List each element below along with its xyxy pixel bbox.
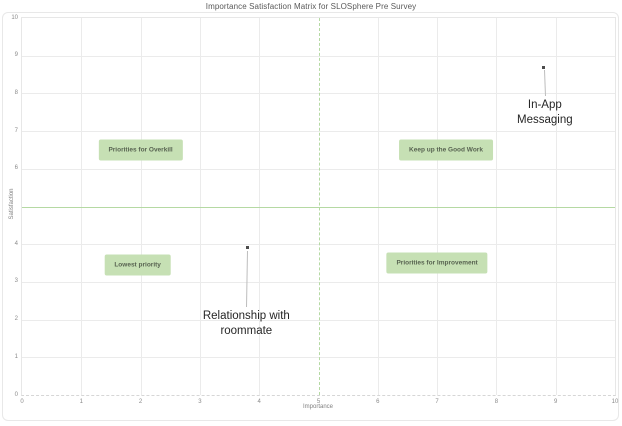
y-tick-label: 6 bbox=[14, 165, 18, 172]
x-tick-label: 6 bbox=[376, 399, 380, 405]
data-point-marker[interactable] bbox=[245, 246, 249, 250]
quadrant-label: Priorities for Overkill bbox=[98, 139, 183, 161]
x-tick-label: 5 bbox=[316, 399, 321, 405]
data-point-marker[interactable] bbox=[542, 65, 546, 69]
x-tick-label: 10 bbox=[611, 399, 619, 405]
crosshair-horizontal-line bbox=[22, 206, 615, 208]
y-tick-label: 1 bbox=[14, 353, 18, 360]
x-tick-label: 3 bbox=[198, 399, 202, 405]
x-tick-label: 4 bbox=[257, 399, 261, 405]
data-point-label: In-App Messaging bbox=[517, 99, 573, 126]
x-tick-label: 2 bbox=[138, 399, 143, 405]
x-tick-label: 7 bbox=[435, 399, 439, 405]
x-axis-title: Importance bbox=[302, 404, 333, 410]
x-tick-label: 8 bbox=[494, 399, 499, 405]
x-tick-label: 9 bbox=[554, 399, 558, 405]
y-tick-label: 9 bbox=[14, 52, 18, 59]
data-point-label: Relationship with roommate bbox=[202, 309, 290, 337]
y-axis-title: Satisfaction bbox=[9, 188, 15, 220]
quadrant-label: Keep up the Good Work bbox=[399, 139, 493, 161]
leader-line bbox=[246, 250, 249, 307]
y-tick-label: 2 bbox=[14, 316, 18, 323]
y-tick-label: 3 bbox=[14, 278, 18, 285]
quadrant-label: Lowest priority bbox=[104, 254, 171, 276]
x-tick-label: 1 bbox=[79, 399, 83, 405]
y-tick-label: 4 bbox=[14, 240, 18, 247]
chart-title: Importance Satisfaction Matrix for SLOSp… bbox=[205, 2, 417, 11]
y-tick-label: 10 bbox=[11, 14, 18, 21]
leader-line bbox=[543, 69, 546, 96]
y-tick-label: 0 bbox=[14, 391, 18, 398]
quadrant-label: Priorities for Improvement bbox=[386, 252, 488, 274]
y-tick-label: 8 bbox=[14, 89, 18, 96]
y-tick-label: 7 bbox=[14, 127, 18, 134]
x-tick-label: 0 bbox=[20, 399, 24, 405]
